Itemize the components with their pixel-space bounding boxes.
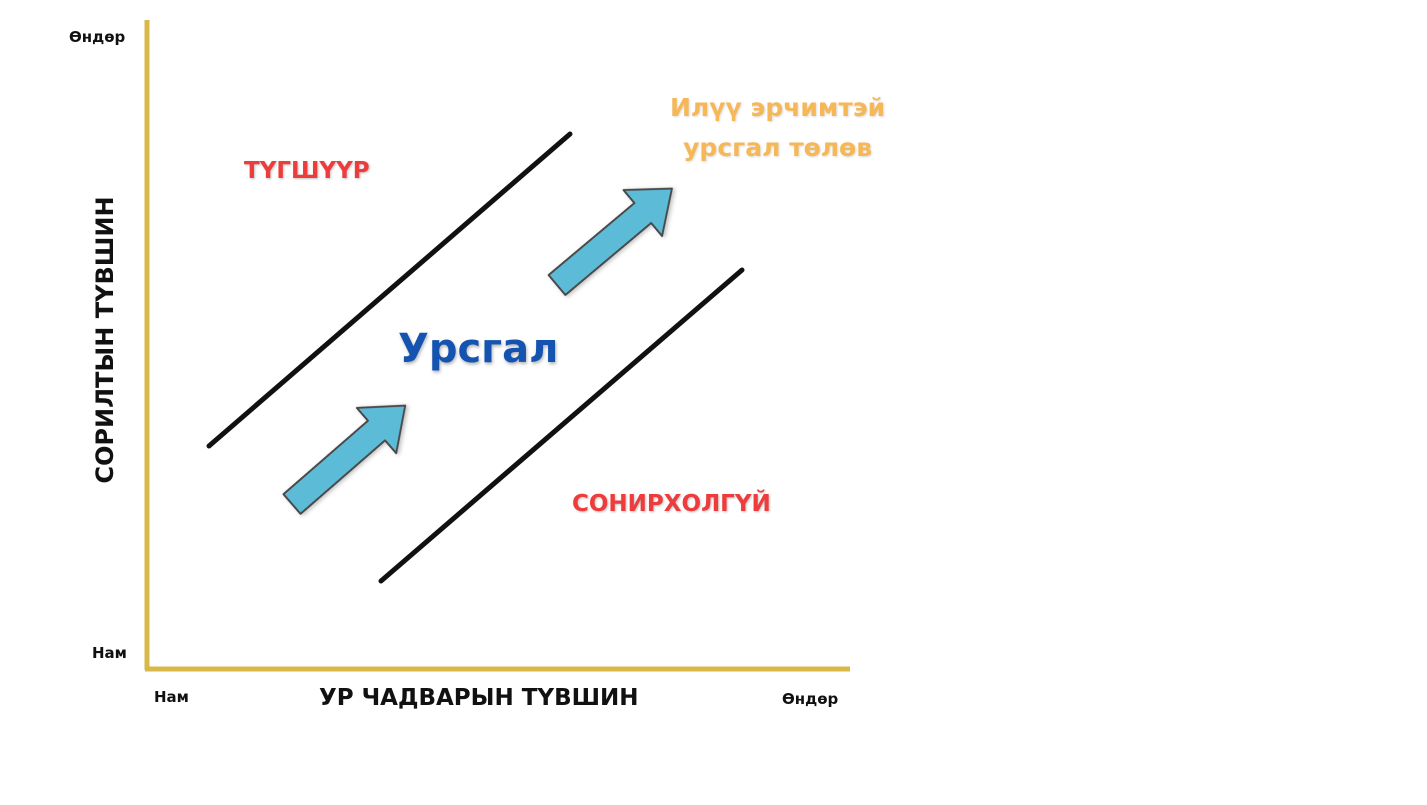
- y-axis-low-label: Нам: [92, 644, 127, 662]
- x-axis-title: УР ЧАДВАРЫН ТҮВШИН: [319, 685, 639, 711]
- zone-flow-label: Урсгал: [398, 326, 559, 372]
- arrow-lower: [282, 404, 407, 515]
- y-axis-title: СОРИЛТЫН ТҮВШИН: [91, 196, 119, 484]
- note-line-2: урсгал төлөв: [683, 133, 873, 162]
- x-axis-high-label: Өндөр: [782, 690, 839, 708]
- zone-anxiety-label: ТҮГШҮҮР: [244, 158, 370, 184]
- arrow-upper: [547, 187, 673, 296]
- note-line-1: Илүү эрчимтэй: [670, 93, 886, 122]
- lower-boundary-line: [378, 267, 745, 584]
- y-axis-high-label: Өндөр: [69, 28, 126, 46]
- intense-flow-note: Илүү эрчимтэй урсгал төлөв: [670, 88, 885, 168]
- zone-boredom-label: СОНИРХОЛГҮЙ: [572, 491, 771, 517]
- x-axis-low-label: Нам: [154, 688, 189, 706]
- upper-boundary-line: [206, 131, 573, 449]
